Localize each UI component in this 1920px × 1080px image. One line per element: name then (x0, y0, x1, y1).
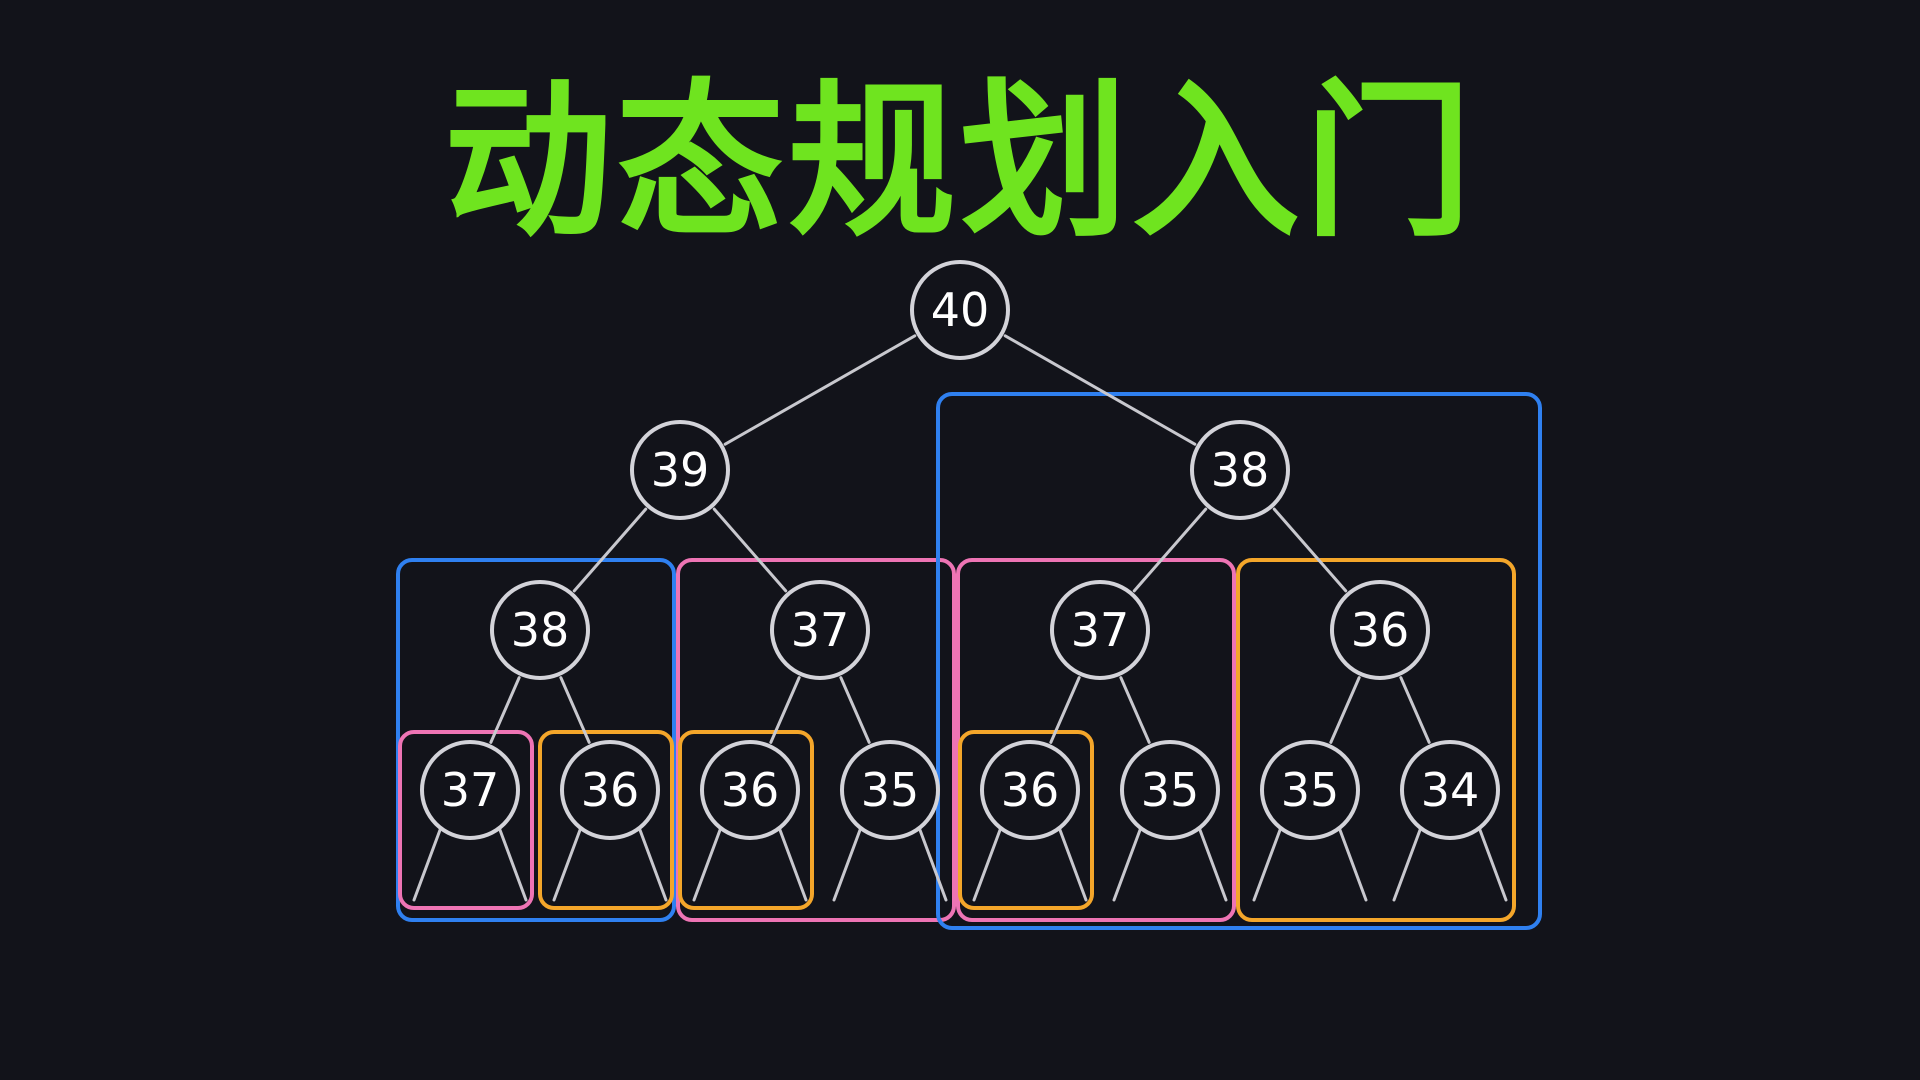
tree-node: 36 (1330, 580, 1430, 680)
tree-node-circle (560, 740, 660, 840)
group-pink-middle (676, 558, 956, 922)
leaf-stub-edge (1112, 828, 1142, 902)
subtree-groups (396, 392, 1542, 930)
tree-edge (839, 676, 871, 744)
leaf-stub-edge (692, 828, 722, 902)
tree-node: 39 (630, 420, 730, 520)
leaf-stub-edge (498, 828, 528, 902)
tree-node-label: 36 (581, 763, 640, 817)
leaf-stub-edge (1478, 828, 1508, 902)
tree-edge (1329, 676, 1361, 744)
tree-node: 40 (910, 260, 1010, 360)
tree-edge (1049, 676, 1081, 744)
group-blue-left (396, 558, 676, 922)
tree-node: 35 (840, 740, 940, 840)
tree-node-label: 37 (791, 603, 850, 657)
tree-node-circle (1050, 580, 1150, 680)
tree-node: 35 (1120, 740, 1220, 840)
tree-edge (1399, 676, 1431, 744)
tree-node-circle (1330, 580, 1430, 680)
group-pink-right (956, 558, 1236, 922)
tree-node-label: 37 (441, 763, 500, 817)
leaf-stub-edge (1338, 828, 1368, 902)
tree-edge (1132, 507, 1208, 593)
leaf-stub-edge (1198, 828, 1228, 902)
tree-edge (769, 676, 801, 744)
tree-node-circle (910, 260, 1010, 360)
tree-edge (572, 507, 648, 593)
tree-node: 34 (1400, 740, 1500, 840)
page-title: 动态规划入门 (444, 64, 1476, 260)
leaf-stub-edge (918, 828, 948, 902)
tree-node-label: 35 (1141, 763, 1200, 817)
tree-node-circle (420, 740, 520, 840)
tree-node: 36 (980, 740, 1080, 840)
group-pink-leaf (398, 730, 534, 910)
tree-edge (489, 676, 521, 744)
tree-node: 37 (770, 580, 870, 680)
leaf-stub-edge (1058, 828, 1088, 902)
group-orange-leaf-1 (538, 730, 674, 910)
leaf-stub-edge (832, 828, 862, 902)
group-blue-right (936, 392, 1542, 930)
group-orange-leaf-2 (678, 730, 814, 910)
tree-node-circle (1400, 740, 1500, 840)
tree-node-circle (630, 420, 730, 520)
tree-node: 37 (420, 740, 520, 840)
tree-node-label: 34 (1421, 763, 1480, 817)
tree-node: 38 (1190, 420, 1290, 520)
tree-node-label: 40 (931, 283, 990, 337)
tree-edge (559, 676, 591, 744)
leaf-stub-edge (972, 828, 1002, 902)
tree-edge (723, 334, 917, 446)
tree-node-label: 38 (1211, 443, 1270, 497)
tree-node-label: 39 (651, 443, 710, 497)
leaf-stub-edge (638, 828, 668, 902)
tree-node-circle (840, 740, 940, 840)
leaf-stub-edge (1252, 828, 1282, 902)
tree-node-circle (1260, 740, 1360, 840)
tree-node-label: 36 (1351, 603, 1410, 657)
tree-node-circle (490, 580, 590, 680)
tree-node-label: 35 (861, 763, 920, 817)
tree-node: 36 (560, 740, 660, 840)
leaf-stub-edge (1392, 828, 1422, 902)
tree-edge (1272, 507, 1348, 593)
tree-node-circle (980, 740, 1080, 840)
tree-node-label: 38 (511, 603, 570, 657)
tree-node: 35 (1260, 740, 1360, 840)
group-orange-leaf-3 (958, 730, 1094, 910)
tree-node-label: 37 (1071, 603, 1130, 657)
tree-node-label: 35 (1281, 763, 1340, 817)
tree-node: 36 (700, 740, 800, 840)
tree-node: 38 (490, 580, 590, 680)
tree-node-circle (700, 740, 800, 840)
group-orange-right (1236, 558, 1516, 922)
tree-node-label: 36 (1001, 763, 1060, 817)
tree-node-label: 36 (721, 763, 780, 817)
tree-edges (412, 334, 1508, 902)
tree-edge (712, 507, 788, 593)
tree-node-circle (1120, 740, 1220, 840)
tree-nodes: 40 39 38 38 37 37 36 37 36 36 35 36 35 35 34 (420, 260, 1500, 840)
tree-edge (1003, 334, 1197, 446)
tree-node-circle (1190, 420, 1290, 520)
leaf-stub-edge (552, 828, 582, 902)
tree-edge (1119, 676, 1151, 744)
tree-node: 37 (1050, 580, 1150, 680)
leaf-stub-edge (412, 828, 442, 902)
leaf-stub-edge (778, 828, 808, 902)
tree-node-circle (770, 580, 870, 680)
